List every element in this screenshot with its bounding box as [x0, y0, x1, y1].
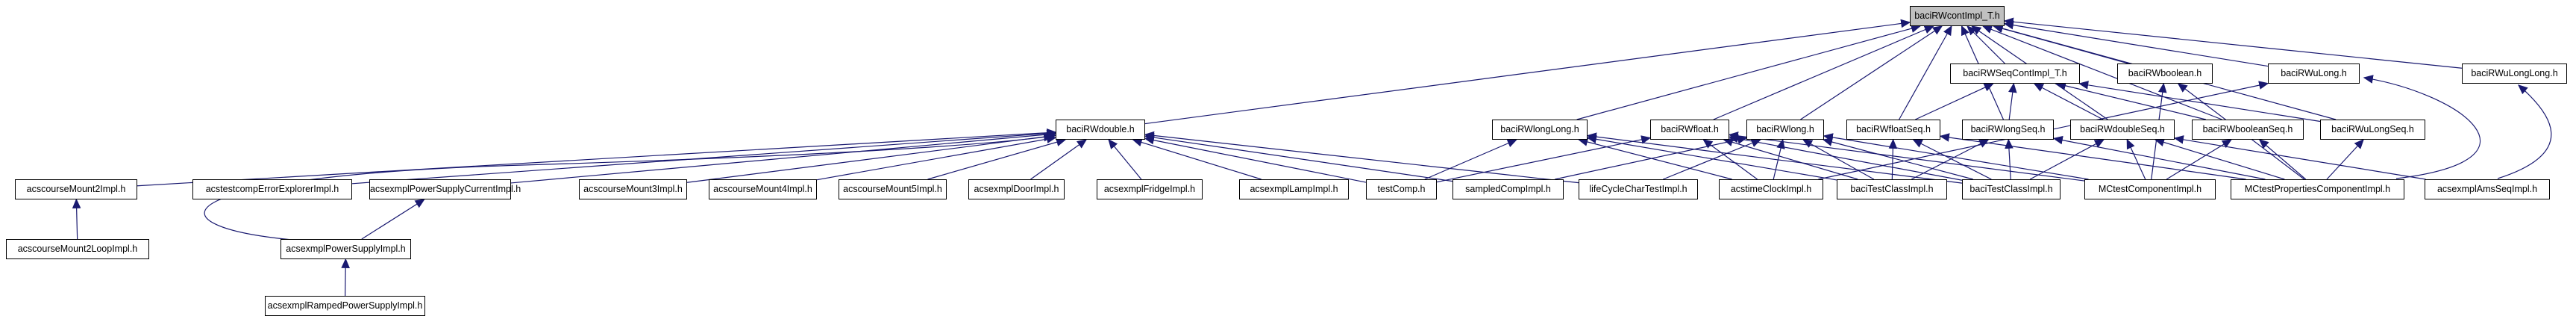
graph-node-door[interactable]: acsexmplDoorImpl.h: [968, 179, 1065, 199]
graph-node-flt[interactable]: baciRWfloat.h: [1650, 120, 1729, 140]
graph-node-lng[interactable]: baciRWlong.h: [1746, 120, 1824, 140]
graph-edge-lnglng-to-cont: [1576, 24, 1922, 120]
graph-node-bool[interactable]: baciRWboolean.h: [2117, 64, 2213, 84]
graph-edge-btc1-to-fltseq: [1888, 138, 1898, 180]
graph-edge-m3-to-dbl: [686, 131, 1057, 183]
graph-node-ramped[interactable]: acsexmplRampedPowerSupplyImpl.h: [265, 296, 425, 316]
graph-edge-ulongseq-to-seqcont: [2078, 81, 2321, 123]
graph-edge-btc2-to-fltseq: [1912, 139, 1992, 180]
graph-edge-m4-to-dbl: [816, 134, 1057, 181]
graph-node-lamp[interactable]: acsexmplLampImpl.h: [1239, 179, 1349, 199]
graph-node-boolseq[interactable]: baciRWbooleanSeq.h: [2192, 120, 2304, 140]
graph-node-amsseq[interactable]: acsexmplAmsSeqImpl.h: [2425, 179, 2550, 199]
graph-node-lnglng[interactable]: baciRWlongLong.h: [1492, 120, 1588, 140]
graph-edge-btc1-to-lngseq: [1911, 139, 1990, 180]
graph-node-sampled[interactable]: sampledCompImpl.h: [1452, 179, 1564, 199]
graph-edge-lng-to-cont: [1800, 25, 1943, 120]
graph-node-ulong[interactable]: baciRWuLong.h: [2268, 64, 2360, 84]
graph-node-btc1[interactable]: baciTestClassImpl.h: [1837, 179, 1947, 199]
graph-node-ulongseq[interactable]: baciRWuLongSeq.h: [2320, 120, 2425, 140]
graph-node-m5[interactable]: acscourseMount5Impl.h: [839, 179, 947, 199]
graph-edge-psimpl-to-pscur: [361, 199, 425, 240]
graph-node-ulonglong[interactable]: baciRWuLongLong.h: [2462, 64, 2567, 84]
graph-edge-sampled-to-lng: [1555, 135, 1748, 180]
graph-edge-mctc-to-lng: [1823, 133, 2089, 180]
graph-edge-lngseq-to-seqcont: [2008, 82, 2017, 120]
graph-node-mctc[interactable]: MCtestComponentImpl.h: [2084, 179, 2216, 199]
graph-edge-btc1-to-flt: [1723, 137, 1858, 180]
graph-edge-clock-to-lng: [1773, 138, 1785, 180]
graph-edge-mctp-to-dblseq: [2154, 137, 2285, 180]
graph-edge-lifecycle-to-lng: [1663, 139, 1761, 180]
graph-edge-dbl-to-cont: [1144, 19, 1911, 125]
graph-edge-fltseq-to-cont: [1899, 25, 1952, 120]
graph-edge-btc2-to-lnglng: [1586, 132, 1963, 184]
graph-node-clock[interactable]: acstimeClockImpl.h: [1719, 179, 1823, 199]
graph-edge-mctp-to-ulongseq: [2326, 139, 2364, 180]
graph-edge-btc2-to-lngseq: [2005, 138, 2014, 180]
graph-edge-clock-to-flt: [1702, 139, 1758, 180]
graph-node-cont: baciRWcontImpl_T.h: [1910, 6, 2005, 26]
graph-edge-clock-to-lnglng: [1578, 137, 1732, 180]
graph-node-btc2[interactable]: baciTestClassImpl.h: [1962, 179, 2061, 199]
graph-edge-testcomp-to-lnglng: [1424, 139, 1517, 180]
graph-edge-mctp-to-lngseq: [2052, 135, 2266, 180]
graph-node-lngseq[interactable]: baciRWlongSeq.h: [1962, 120, 2054, 140]
graph-node-m2[interactable]: acscourseMount2Impl.h: [15, 179, 137, 199]
graph-edge-m5-to-dbl: [927, 137, 1067, 180]
graph-node-fridge[interactable]: acsexmplFridgeImpl.h: [1097, 179, 1203, 199]
graph-node-mctp[interactable]: MCtestPropertiesComponentImpl.h: [2231, 179, 2404, 199]
graph-edge-ulong-to-cont: [2003, 20, 2269, 67]
graph-edge-errexp-to-dbl: [351, 128, 1057, 185]
graph-edge-psimpl-to-dbl: [204, 132, 1054, 241]
graph-edge-testcomp-to-dbl: [1144, 136, 1367, 183]
graph-node-psimpl[interactable]: acsexmplPowerSupplyImpl.h: [281, 239, 411, 259]
graph-edge-sampled-to-dbl: [1144, 133, 1453, 182]
graph-edge-ramped-to-psimpl: [341, 258, 350, 297]
graph-edge-mctc-to-boolseq: [2166, 139, 2233, 180]
graph-edge-door-to-dbl: [1030, 139, 1088, 180]
graph-edge-ulonglong-to-cont: [2003, 17, 2463, 69]
graph-edge-m2loop-to-m2: [72, 198, 81, 240]
graph-edge-lamp-to-dbl: [1132, 137, 1262, 180]
graph-edge-btc1-to-lng: [1802, 139, 1875, 180]
graph-edge-btc2-to-lng: [1822, 137, 1974, 180]
graph-node-m3[interactable]: acscourseMount3Impl.h: [579, 179, 687, 199]
graph-node-m2loop[interactable]: acscourseMount2LoopImpl.h: [6, 239, 149, 259]
graph-edge-fridge-to-dbl: [1108, 138, 1142, 180]
graph-edge-amsseq-to-ulonglong: [2497, 84, 2552, 179]
graph-edge-lifecycle-to-dbl: [1144, 131, 1579, 184]
graph-node-lifecycle[interactable]: lifeCycleCharTestImpl.h: [1579, 179, 1698, 199]
graph-edge-pscur-to-dbl: [510, 130, 1057, 184]
graph-edge-amsseq-to-dblseq: [2173, 135, 2426, 180]
graph-edge-btc2-to-dblseq: [2029, 139, 2105, 180]
graph-node-dblseq[interactable]: baciRWdoubleSeq.h: [2070, 120, 2175, 140]
graph-node-m4[interactable]: acscourseMount4Impl.h: [709, 179, 817, 199]
graph-edge-m2-to-dbl: [137, 128, 1057, 187]
graph-edge-mctc-to-dblseq: [2126, 138, 2146, 180]
graph-edge-mctp-to-fltseq: [1939, 133, 2246, 180]
graph-edge-mctp-to-boolseq: [2258, 139, 2307, 180]
graph-edge-boolseq-to-seqcont: [2055, 81, 2206, 120]
graph-edge-dblseq-to-seqcont: [2033, 83, 2104, 120]
graph-edge-fltseq-to-seqcont: [1915, 83, 1994, 120]
graph-edge-mctp-to-ulong: [2363, 75, 2481, 179]
graph-node-pscur[interactable]: acsexmplPowerSupplyCurrentImpl.h: [369, 179, 521, 199]
graph-node-fltseq[interactable]: baciRWfloatSeq.h: [1846, 120, 1940, 140]
graph-node-dbl[interactable]: baciRWdouble.h: [1056, 120, 1145, 140]
graph-node-errexp[interactable]: acstestcompErrorExplorerImpl.h: [192, 179, 352, 199]
graph-node-testcomp[interactable]: testComp.h: [1366, 179, 1437, 199]
graph-edge-flt-to-cont: [1713, 25, 1934, 120]
graph-edge-mctc-to-flt: [1728, 131, 2085, 182]
graph-edge-boolseq-to-cont: [1981, 25, 2222, 120]
graph-edge-testcomp-to-flt: [1436, 135, 1652, 183]
graph-node-seqcont[interactable]: baciRWSeqContImpl_T.h: [1950, 64, 2080, 84]
